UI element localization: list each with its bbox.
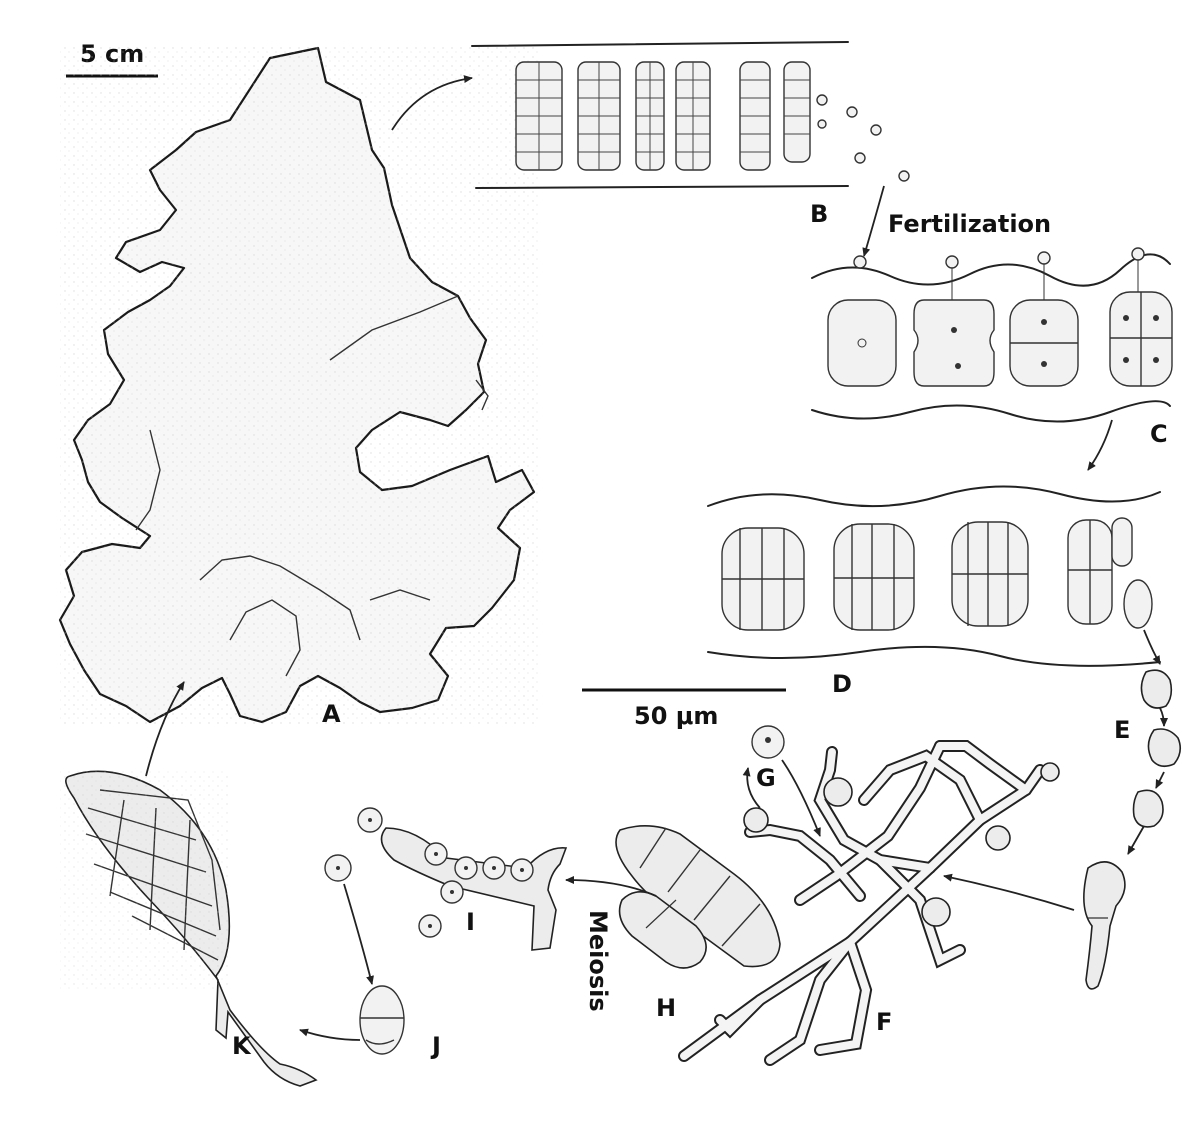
stage-c-zygotes xyxy=(811,247,1173,423)
arrow-c-to-d xyxy=(1087,419,1113,471)
stage-f-branched-filament xyxy=(678,740,1060,1066)
stage-e-zoospores xyxy=(1083,629,1182,990)
stage-j-germling xyxy=(343,883,405,1055)
stage-h-filament xyxy=(615,825,781,969)
stage-label-d: D xyxy=(832,670,852,698)
arrow-e-to-f xyxy=(943,873,1075,911)
stage-d-sporangia xyxy=(707,485,1161,667)
meiosis-label: Meiosis xyxy=(584,910,612,1012)
stage-a-thallus xyxy=(58,46,540,726)
fertilization-label: Fertilization xyxy=(888,210,1051,238)
scale-bar-macro-label: 5 cm xyxy=(80,40,144,68)
stage-label-k: K xyxy=(232,1032,252,1060)
stage-b-gametangia xyxy=(471,41,910,189)
stage-label-b: B xyxy=(810,200,828,228)
scale-bar-macro: 5 cm xyxy=(66,40,158,78)
arrow-a-to-b xyxy=(391,75,473,131)
stage-label-g: G xyxy=(756,764,776,792)
arrow-fertilization xyxy=(862,185,885,257)
sporangium xyxy=(833,523,915,631)
stage-label-a: A xyxy=(322,700,341,728)
stage-g-zoospore xyxy=(742,725,821,837)
arrow-k-to-a xyxy=(145,681,185,777)
arrow-j-to-k xyxy=(299,1028,361,1041)
sporangium-releasing xyxy=(1067,517,1153,629)
gamete-cluster xyxy=(515,61,811,171)
stage-label-i: I xyxy=(466,908,475,936)
sporangium xyxy=(721,527,805,631)
stage-i-meiospores xyxy=(324,807,568,951)
zygote-dividing-1 xyxy=(913,255,995,387)
stage-label-j: J xyxy=(430,1032,441,1060)
zygote-four-cell xyxy=(1109,247,1173,387)
arrow-meiosis xyxy=(565,876,657,897)
released-gametes xyxy=(816,94,910,182)
sporangium xyxy=(951,521,1029,627)
stage-label-f: F xyxy=(876,1008,892,1036)
stage-label-h: H xyxy=(656,994,676,1022)
scale-bar-micro-label: 50 μm xyxy=(634,702,718,730)
stage-label-c: C xyxy=(1150,420,1168,448)
scale-bar-micro: 50 μm xyxy=(582,688,786,730)
zygote-two-cell xyxy=(1009,251,1079,387)
stage-label-e: E xyxy=(1114,716,1130,744)
zygote xyxy=(827,255,897,387)
stage-k-young-thallus xyxy=(60,770,318,1087)
